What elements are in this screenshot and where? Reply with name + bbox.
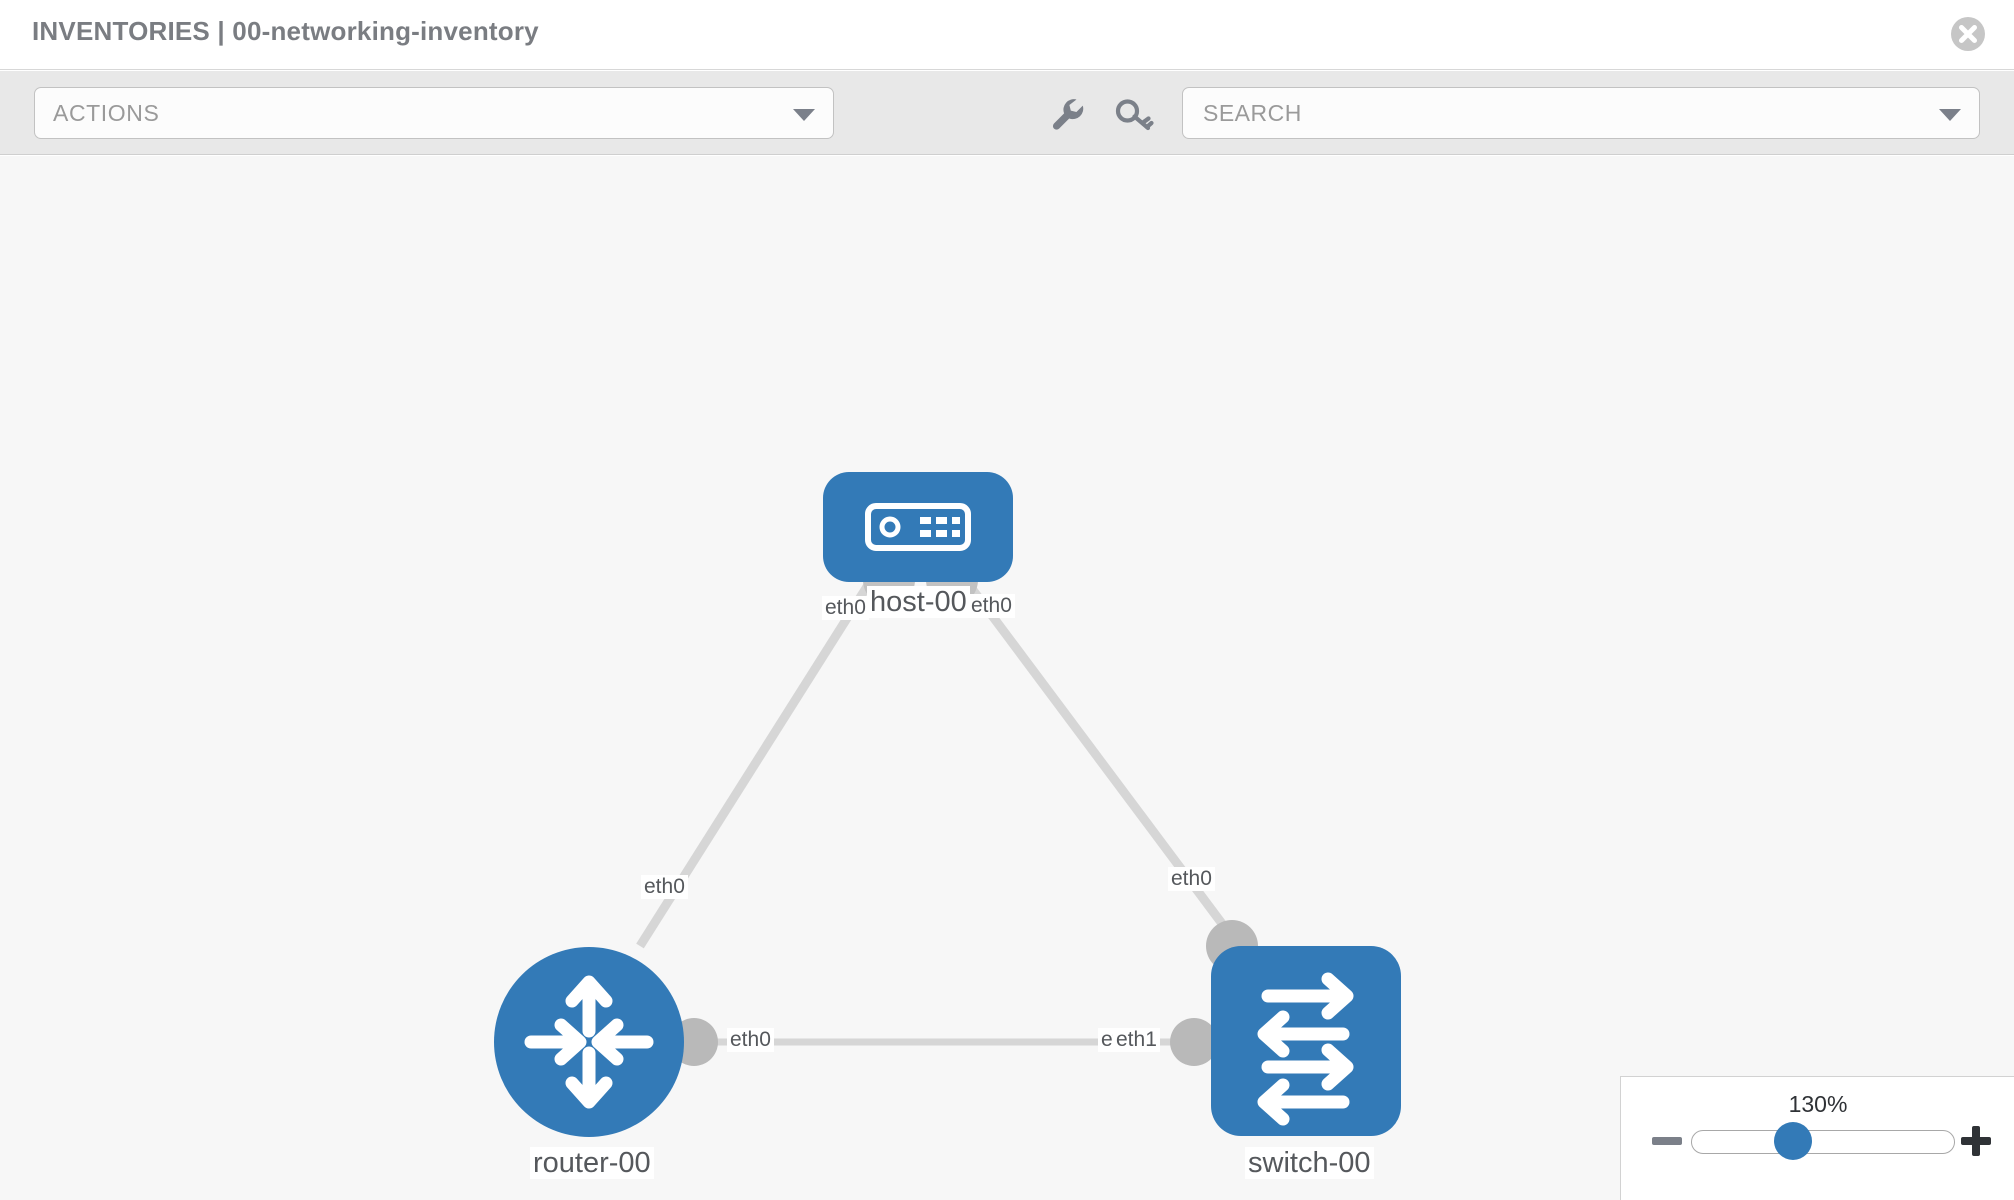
actions-dropdown-label: ACTIONS	[53, 100, 160, 126]
page-title: INVENTORIES | 00-networking-inventory	[32, 16, 539, 46]
edge-label: eth0	[968, 594, 1015, 619]
connector-switch00-left	[1170, 1018, 1218, 1066]
minus-icon[interactable]	[1649, 1123, 1685, 1159]
node-router-00	[494, 947, 684, 1137]
topology-graph	[494, 472, 1401, 1137]
plus-icon[interactable]	[1958, 1123, 1994, 1159]
node-label-host-00: host-00	[867, 586, 970, 619]
search-input[interactable]	[1201, 88, 1921, 138]
actions-dropdown[interactable]: ACTIONS	[34, 87, 834, 139]
node-host-00	[823, 472, 1013, 582]
node-switch-00	[1211, 946, 1401, 1136]
topology-links	[636, 563, 1239, 1046]
wrench-icon[interactable]	[1046, 93, 1088, 135]
close-icon[interactable]	[1948, 14, 1988, 54]
edge-label: eth1	[1113, 1028, 1160, 1053]
zoom-slider-track[interactable]	[1691, 1130, 1955, 1154]
edge-label: eth0	[641, 875, 688, 900]
zoom-control: 130%	[1620, 1076, 2014, 1200]
node-label-router-00: router-00	[530, 1147, 654, 1180]
zoom-slider-thumb[interactable]	[1774, 1122, 1812, 1160]
chevron-down-icon[interactable]	[1939, 109, 1961, 121]
edge-label: eth0	[727, 1028, 774, 1053]
edge-label: eth0	[1168, 867, 1215, 892]
zoom-percent-label: 130%	[1788, 1091, 1848, 1117]
toolbar: ACTIONS	[0, 71, 2014, 155]
topology-connectors	[670, 554, 1258, 1066]
topology-canvas[interactable]: eth0 eth0 eth0 eth0 eth0 eth eth1 host-0…	[0, 156, 2014, 1200]
search-field[interactable]	[1182, 87, 1980, 139]
chevron-down-icon	[793, 109, 815, 121]
key-icon[interactable]	[1113, 93, 1155, 135]
page-header: INVENTORIES | 00-networking-inventory	[0, 0, 2014, 70]
router-arrows-icon	[524, 975, 654, 1109]
server-icon	[865, 503, 971, 551]
node-label-switch-00: switch-00	[1245, 1147, 1374, 1180]
edge-label: eth0	[822, 596, 869, 621]
switch-arrows-icon	[1257, 972, 1354, 1126]
